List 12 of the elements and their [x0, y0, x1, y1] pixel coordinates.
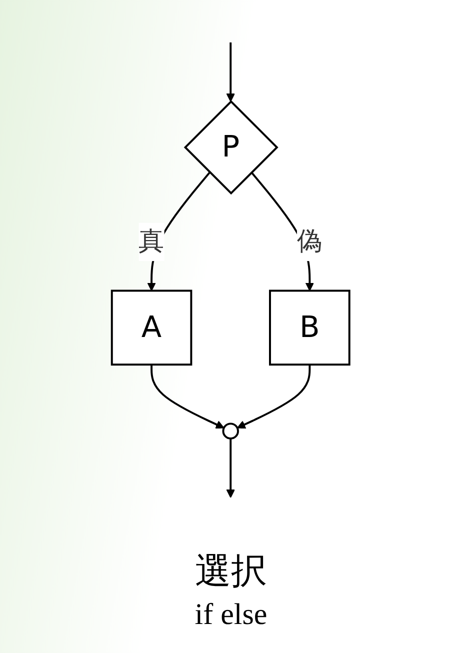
caption-label: 選択 [195, 550, 267, 594]
code-label: if else [194, 598, 268, 632]
node-circle [222, 422, 240, 440]
arrow [226, 438, 236, 498]
arrow [237, 364, 312, 429]
edge-label: 偽 [297, 226, 323, 256]
arrow [226, 42, 236, 102]
edge-label: 真 [139, 226, 165, 256]
node-box: A [111, 290, 193, 366]
arrow [150, 364, 225, 429]
node-diamond: P [184, 100, 279, 195]
node-box: B [269, 290, 351, 366]
